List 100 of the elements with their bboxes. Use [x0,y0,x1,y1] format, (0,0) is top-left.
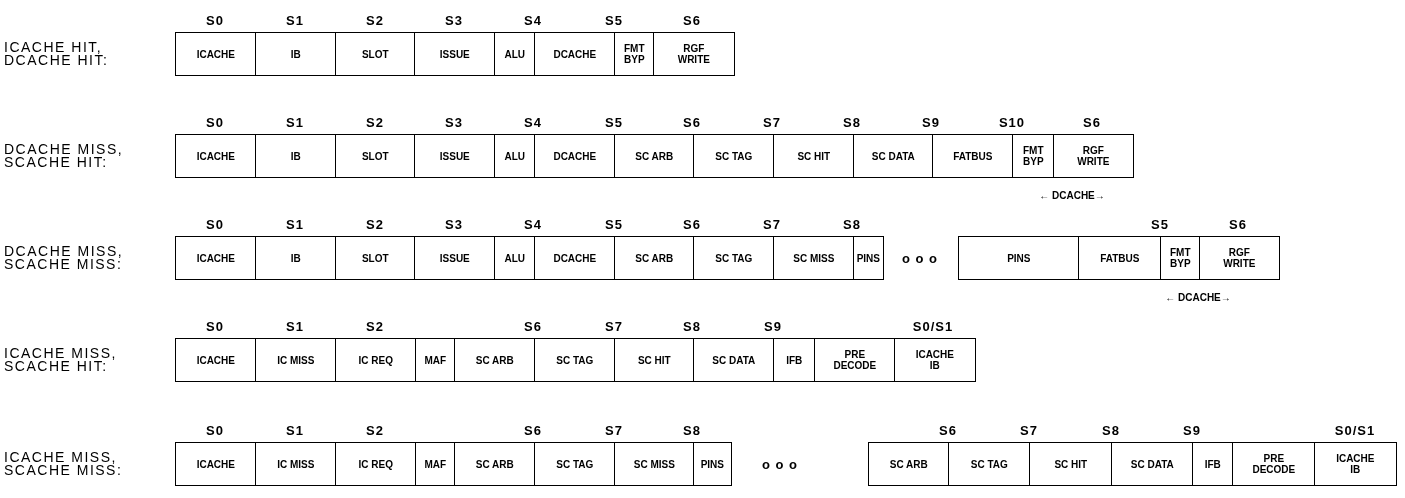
row-title: ICACHE HIT, DCACHE HIT: [4,41,110,67]
pipeline-stage-box: SC TAG [948,442,1031,486]
pipeline-stage-box: FMT BYP [1160,236,1201,280]
pipeline-stage-box: MAF [415,338,456,382]
stage-label: S1 [286,423,304,438]
stage-label: S8 [843,115,861,130]
pipeline-stage-box: SC DATA [693,338,775,382]
pipeline-stage-box: ISSUE [414,236,496,280]
pipeline-stage-box: ICACHE [175,442,257,486]
pipeline-stage-box: IFB [1192,442,1234,486]
stage-label: S2 [366,115,384,130]
pipeline-stage-box: ISSUE [414,134,496,178]
pipeline-stage-box: SC HIT [614,338,695,382]
pipeline-stage-box: SC ARB [868,442,950,486]
pipeline-stage-box: SC TAG [693,236,775,280]
pipeline-stage-box: SC TAG [534,338,616,382]
stage-label: S5 [605,217,623,232]
pipeline-stage-box: ICACHE IB [1314,442,1397,486]
stage-label: S1 [286,217,304,232]
pipeline-stage-box: IC REQ [335,442,417,486]
pipeline-stage-box: IC REQ [335,338,417,382]
pipeline-stage-box: SC HIT [773,134,855,178]
stage-label: S2 [366,319,384,334]
pipeline-stage-box: SLOT [335,32,416,76]
stage-label: S0 [206,217,224,232]
pipeline-stage-box: SC ARB [614,134,695,178]
pipeline-stage-box: SC MISS [614,442,695,486]
stage-label: S3 [445,13,463,28]
pipeline-stage-box: PRE DECODE [1232,442,1316,486]
stage-label: S3 [445,115,463,130]
pipeline-stage-box: MAF [415,442,456,486]
stage-label: S1 [286,13,304,28]
stage-label: S1 [286,115,304,130]
pipeline-stage-box: IFB [773,338,816,382]
stage-label: S0 [206,319,224,334]
stage-label: S7 [763,115,781,130]
pipeline-stage-box: DCACHE [534,236,616,280]
stage-label: S4 [524,13,542,28]
stage-label: S8 [1102,423,1120,438]
stage-label: S7 [763,217,781,232]
pipeline-stage-box: IB [255,134,337,178]
pipeline-stage-box: IC MISS [255,338,337,382]
pipeline-stage-box: SC ARB [614,236,695,280]
stage-label: S2 [366,423,384,438]
pipeline-stage-box: SC ARB [454,338,536,382]
pipeline-stage-box: FMT BYP [1012,134,1055,178]
stage-label: S6 [683,115,701,130]
stage-label: S10 [998,115,1026,130]
pipeline-stage-box: RGF WRITE [653,32,735,76]
stage-label: S4 [524,115,542,130]
stage-label: S7 [1020,423,1038,438]
pipeline-stage-box: RGF WRITE [1199,236,1280,280]
pipeline-stage-box: ALU [494,236,536,280]
pipeline-stage-box: IB [255,236,337,280]
row-title: ICACHE MISS, SCACHE HIT: [4,347,118,373]
stage-label: S5 [605,115,623,130]
pipeline-stage-box: FATBUS [932,134,1014,178]
pipeline-stage-box: SLOT [335,134,416,178]
stage-label: S6 [524,423,542,438]
pipeline-stage-box: ICACHE [175,134,257,178]
ellipsis-dots: o o o [762,456,798,472]
stage-label: S6 [683,13,701,28]
pipeline-stage-box: DCACHE [534,134,616,178]
pipeline-stage-box: FMT BYP [614,32,655,76]
row-title: DCACHE MISS, SCACHE HIT: [4,143,125,169]
stage-label: S3 [445,217,463,232]
pipeline-stage-box: ICACHE [175,338,257,382]
stage-label: S6 [524,319,542,334]
stage-label: S8 [843,217,861,232]
pipeline-stage-box: ALU [494,32,536,76]
pipeline-stage-box: PINS [693,442,732,486]
stage-label: S6 [1083,115,1101,130]
pipeline-stage-box: SC TAG [693,134,775,178]
stage-label: S0 [206,13,224,28]
stage-label: S4 [524,217,542,232]
pipeline-stage-box: PINS [958,236,1080,280]
pipeline-stage-box: ISSUE [414,32,496,76]
pipeline-stage-box: ALU [494,134,536,178]
stage-label: S7 [605,423,623,438]
pipeline-stage-box: DCACHE [534,32,616,76]
stage-label: S9 [922,115,940,130]
stage-label: S8 [683,319,701,334]
pipeline-stage-box: ICACHE [175,236,257,280]
stage-label: S6 [683,217,701,232]
stage-label: S0/S1 [912,319,954,334]
stage-label: S0 [206,115,224,130]
pipeline-stage-box: SC DATA [1111,442,1194,486]
stage-label: S0/S1 [1334,423,1376,438]
pipeline-stage-box: SC MISS [773,236,855,280]
pipeline-stage-box: RGF WRITE [1053,134,1134,178]
stage-label: S0 [206,423,224,438]
stage-label: S9 [764,319,782,334]
stage-label: S6 [1229,217,1247,232]
pipeline-stage-box: SLOT [335,236,416,280]
pipeline-stage-box: IC MISS [255,442,337,486]
row-title: DCACHE MISS, SCACHE MISS: [4,245,125,271]
pipeline-stage-box: PINS [853,236,884,280]
stage-label: S6 [939,423,957,438]
pipeline-stage-box: SC ARB [454,442,536,486]
pipeline-stage-box: PRE DECODE [814,338,896,382]
